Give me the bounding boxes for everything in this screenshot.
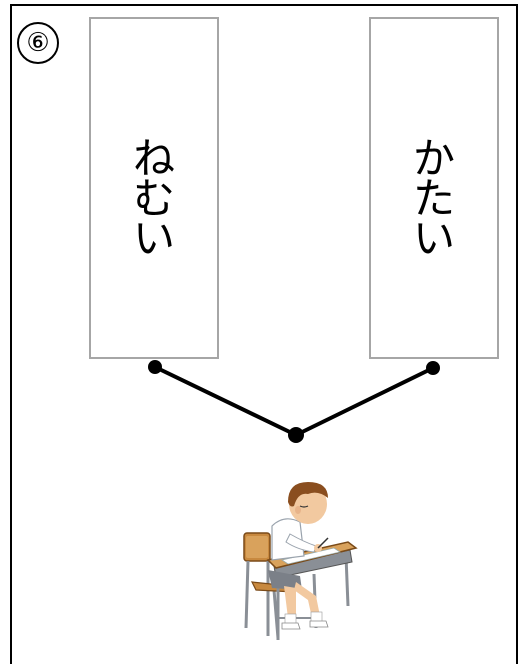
student-writing-at-desk-icon — [243, 482, 358, 640]
word-card-left-text: ね む い — [91, 134, 217, 263]
word-card-left[interactable]: ね む い — [89, 17, 219, 359]
word-char: む — [132, 174, 175, 223]
word-char: い — [132, 214, 175, 263]
word-char: か — [412, 134, 455, 183]
word-card-right-text: か た い — [371, 134, 497, 263]
question-number-badge: ⑥ — [17, 22, 59, 64]
word-char: た — [412, 174, 455, 223]
word-char: ね — [132, 134, 175, 183]
word-char: い — [412, 214, 455, 263]
word-card-right[interactable]: か た い — [369, 17, 499, 359]
